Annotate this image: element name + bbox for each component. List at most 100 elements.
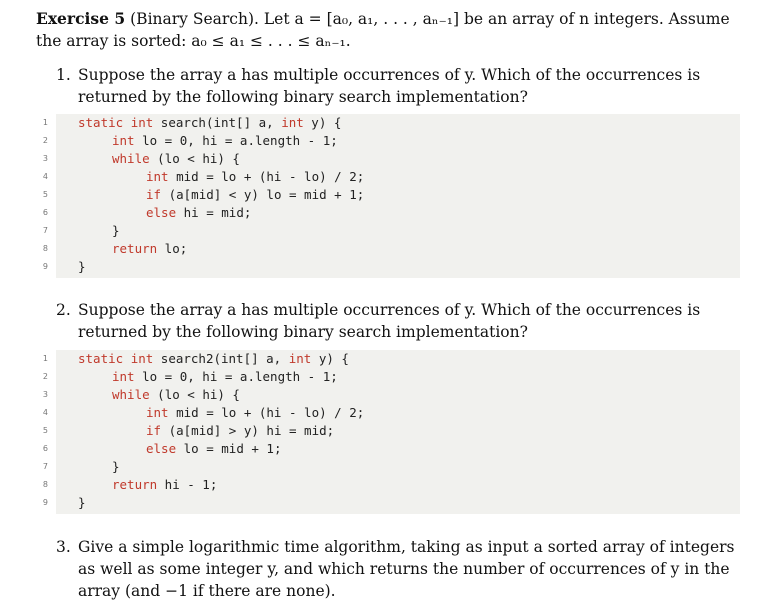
code-line: 5 if (a[mid] < y) lo = mid + 1; (43, 186, 740, 204)
code-keyword: if (146, 187, 162, 202)
code-line: 6 else lo = mid + 1; (43, 440, 740, 458)
code-text: if (a[mid] > y) hi = mid; (146, 422, 334, 440)
code-keyword: else (146, 441, 177, 456)
code-keyword: int (130, 351, 154, 366)
code-text: else hi = mid; (146, 204, 251, 222)
line-number: 5 (42, 426, 48, 435)
code-line: 8 return hi - 1; (43, 476, 740, 494)
code-line: 3 while (lo < hi) { (43, 150, 740, 168)
code-token: hi - 1; (157, 477, 218, 492)
line-number: 2 (42, 372, 48, 381)
code-text: while (lo < hi) { (112, 386, 240, 404)
code-keyword: int (281, 115, 304, 130)
code-text: int lo = 0, hi = a.length - 1; (112, 368, 338, 386)
code-token: (lo < hi) { (149, 387, 240, 402)
code-keyword: return (112, 241, 158, 256)
line-number: 3 (42, 390, 48, 399)
code-keyword: int (112, 133, 135, 148)
code-line: 3 while (lo < hi) { (43, 386, 740, 404)
code-token: y) { (303, 115, 342, 130)
exercise-title: Exercise 5 (36, 9, 126, 28)
code-token: search2(int[] a, (153, 351, 289, 366)
line-number: 5 (42, 190, 48, 199)
line-number: 7 (42, 462, 48, 471)
question-number: 2. (56, 301, 71, 319)
code-line: 4 int mid = lo + (hi - lo) / 2; (43, 168, 740, 186)
code-token: lo = 0, hi = a.length - 1; (134, 133, 338, 148)
line-number: 4 (42, 172, 48, 181)
code-token: } (78, 259, 86, 274)
question-text: Suppose the array a has multiple occurre… (78, 301, 701, 341)
line-number: 8 (42, 480, 48, 489)
question-1: 1. Suppose the array a has multiple occu… (56, 64, 746, 108)
code-keyword: while (112, 151, 150, 166)
code-token: lo = 0, hi = a.length - 1; (134, 369, 338, 384)
code-text: int mid = lo + (hi - lo) / 2; (146, 404, 364, 422)
line-number: 9 (42, 498, 48, 507)
question-3: 3. Give a simple logarithmic time algori… (56, 536, 746, 602)
line-number: 1 (42, 354, 48, 363)
code-line: 7} (43, 458, 740, 476)
code-token: y) { (311, 351, 349, 366)
code-block-2: 1 static int search2(int[] a, int y) { 2 in… (43, 350, 740, 514)
code-line: 6 else hi = mid; (43, 204, 740, 222)
code-token: mid = lo + (hi - lo) / 2; (168, 169, 365, 184)
line-number: 9 (42, 262, 48, 271)
code-token: } (112, 223, 120, 238)
code-text: } (112, 458, 120, 476)
code-token (123, 351, 131, 366)
code-keyword: return (112, 477, 158, 492)
code-line: 2 int lo = 0, hi = a.length - 1; (43, 368, 740, 386)
code-line: 7} (43, 222, 740, 240)
line-number: 6 (42, 444, 48, 453)
question-number: 1. (56, 66, 71, 84)
code-token: search(int[] a, (153, 115, 282, 130)
code-line: 9} (43, 494, 740, 512)
code-token: mid = lo + (hi - lo) / 2; (168, 405, 365, 420)
code-token: (a[mid] > y) hi = mid; (161, 423, 335, 438)
code-keyword: int (130, 115, 154, 130)
code-text: } (78, 494, 86, 512)
question-number: 3. (56, 538, 71, 556)
exercise-subtitle: (Binary Search). (130, 10, 259, 28)
exercise-intro-text: Let a = [a₀, a₁, . . . , aₙ₋₁] be an arr… (36, 10, 730, 50)
code-text: return lo; (112, 240, 187, 258)
code-text: static int search(int[] a, int y) { (78, 114, 341, 132)
code-keyword: int (146, 169, 169, 184)
code-keyword: int (112, 369, 135, 384)
code-text: if (a[mid] < y) lo = mid + 1; (146, 186, 364, 204)
code-text: return hi - 1; (112, 476, 217, 494)
code-line: 4 int mid = lo + (hi - lo) / 2; (43, 404, 740, 422)
code-text: while (lo < hi) { (112, 150, 240, 168)
code-line: 9} (43, 258, 740, 276)
question-text: Give a simple logarithmic time algorithm… (78, 538, 735, 600)
code-token: hi = mid; (176, 205, 252, 220)
line-number: 3 (42, 154, 48, 163)
code-text: else lo = mid + 1; (146, 440, 281, 458)
code-line: 2 int lo = 0, hi = a.length - 1; (43, 132, 740, 150)
question-2: 2. Suppose the array a has multiple occu… (56, 299, 746, 343)
exercise-intro: Exercise 5 (Binary Search). Let a = [a₀,… (36, 8, 746, 52)
line-number: 6 (42, 208, 48, 217)
code-keyword: else (146, 205, 177, 220)
code-token: lo = mid + 1; (176, 441, 282, 456)
code-token: } (78, 495, 86, 510)
line-number: 4 (42, 408, 48, 417)
code-token (123, 115, 131, 130)
code-line: 5 if (a[mid] > y) hi = mid; (43, 422, 740, 440)
code-token: (a[mid] < y) lo = mid + 1; (161, 187, 365, 202)
code-text: static int search2(int[] a, int y) { (78, 350, 349, 368)
code-text: } (78, 258, 86, 276)
question-text: Suppose the array a has multiple occurre… (78, 66, 701, 106)
code-token: (lo < hi) { (149, 151, 240, 166)
code-keyword: static (78, 115, 124, 130)
code-keyword: static (78, 351, 124, 366)
line-number: 2 (42, 136, 48, 145)
code-text: int lo = 0, hi = a.length - 1; (112, 132, 338, 150)
code-token: lo; (157, 241, 188, 256)
code-text: int mid = lo + (hi - lo) / 2; (146, 168, 364, 186)
